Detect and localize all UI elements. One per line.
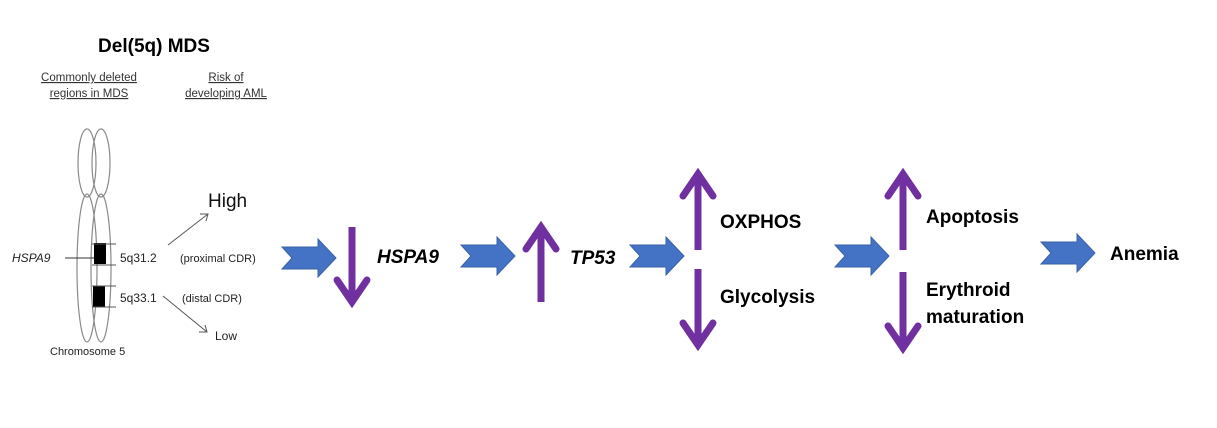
erythroid-down-arrow xyxy=(884,272,922,355)
oxphos-up-arrow-head xyxy=(679,167,717,200)
column-header-deleted-regions-line1: Commonly deleted xyxy=(41,72,137,84)
erythroid-label-line1: Erythroid xyxy=(926,280,1010,301)
oxphos-up-arrow xyxy=(679,167,717,250)
band-markers xyxy=(65,243,116,308)
band-label-5q31-2: 5q31.2 xyxy=(120,251,157,265)
apoptosis-label: Apoptosis xyxy=(926,207,1019,228)
column-header-aml-risk-line1: Risk of xyxy=(208,72,244,84)
band-label-5q33-1: 5q33.1 xyxy=(120,291,157,305)
arrow-to-high-risk xyxy=(167,213,209,246)
column-header-deleted-regions-line2: regions in MDS xyxy=(50,88,129,100)
risk-high-label: High xyxy=(208,191,247,212)
glycolysis-label: Glycolysis xyxy=(720,287,815,308)
regulation-arrows xyxy=(333,167,922,355)
band-5q33-1 xyxy=(93,286,105,307)
flow-arrows xyxy=(280,232,1096,279)
oxphos-label: OXPHOS xyxy=(720,212,801,233)
flow-arrow-5 xyxy=(1039,232,1096,274)
chromosome-label: Chromosome 5 xyxy=(50,346,125,358)
glycolysis-down-arrow-head xyxy=(679,319,717,352)
arrow-head-high xyxy=(200,213,209,222)
flow-arrow-1 xyxy=(280,237,337,279)
flow-arrow-3 xyxy=(628,235,685,277)
apoptosis-up-arrow-head xyxy=(884,167,922,200)
column-header-aml-risk-line2: developing AML xyxy=(185,88,267,100)
band-region-distal: (distal CDR) xyxy=(182,293,242,305)
band-5q31-2 xyxy=(94,243,106,264)
pathway-tp53-label: TP53 xyxy=(570,248,616,269)
chromatid-left-p-arm xyxy=(77,128,97,198)
chromosome-5-illustration xyxy=(76,128,112,343)
arrow-head-low xyxy=(199,324,208,333)
hspa9-down-arrow-head xyxy=(333,276,371,309)
glycolysis-down-arrow xyxy=(679,269,717,352)
apoptosis-up-arrow xyxy=(884,167,922,250)
band-region-proximal: (proximal CDR) xyxy=(180,253,256,265)
chromatid-right-q-arm xyxy=(90,193,112,343)
risk-low-label: Low xyxy=(215,329,237,343)
flow-arrow-4 xyxy=(833,235,890,277)
anemia-outcome-label: Anemia xyxy=(1110,244,1179,265)
erythroid-down-arrow-head xyxy=(884,322,922,355)
pathway-hspa9-label: HSPA9 xyxy=(377,247,439,268)
tp53-up-arrow xyxy=(522,220,560,302)
chromatid-right-p-arm xyxy=(91,128,111,198)
risk-arrows xyxy=(162,213,209,333)
chromatid-left-q-arm xyxy=(76,193,98,343)
flow-arrow-2 xyxy=(459,235,516,277)
tp53-up-arrow-head xyxy=(522,220,560,253)
arrow-to-low-risk xyxy=(162,295,208,333)
hspa9-gene-label: HSPA9 xyxy=(12,251,51,265)
hspa9-down-arrow xyxy=(333,227,371,309)
erythroid-label-line2: maturation xyxy=(926,307,1024,328)
diagram-title: Del(5q) MDS xyxy=(98,36,210,57)
